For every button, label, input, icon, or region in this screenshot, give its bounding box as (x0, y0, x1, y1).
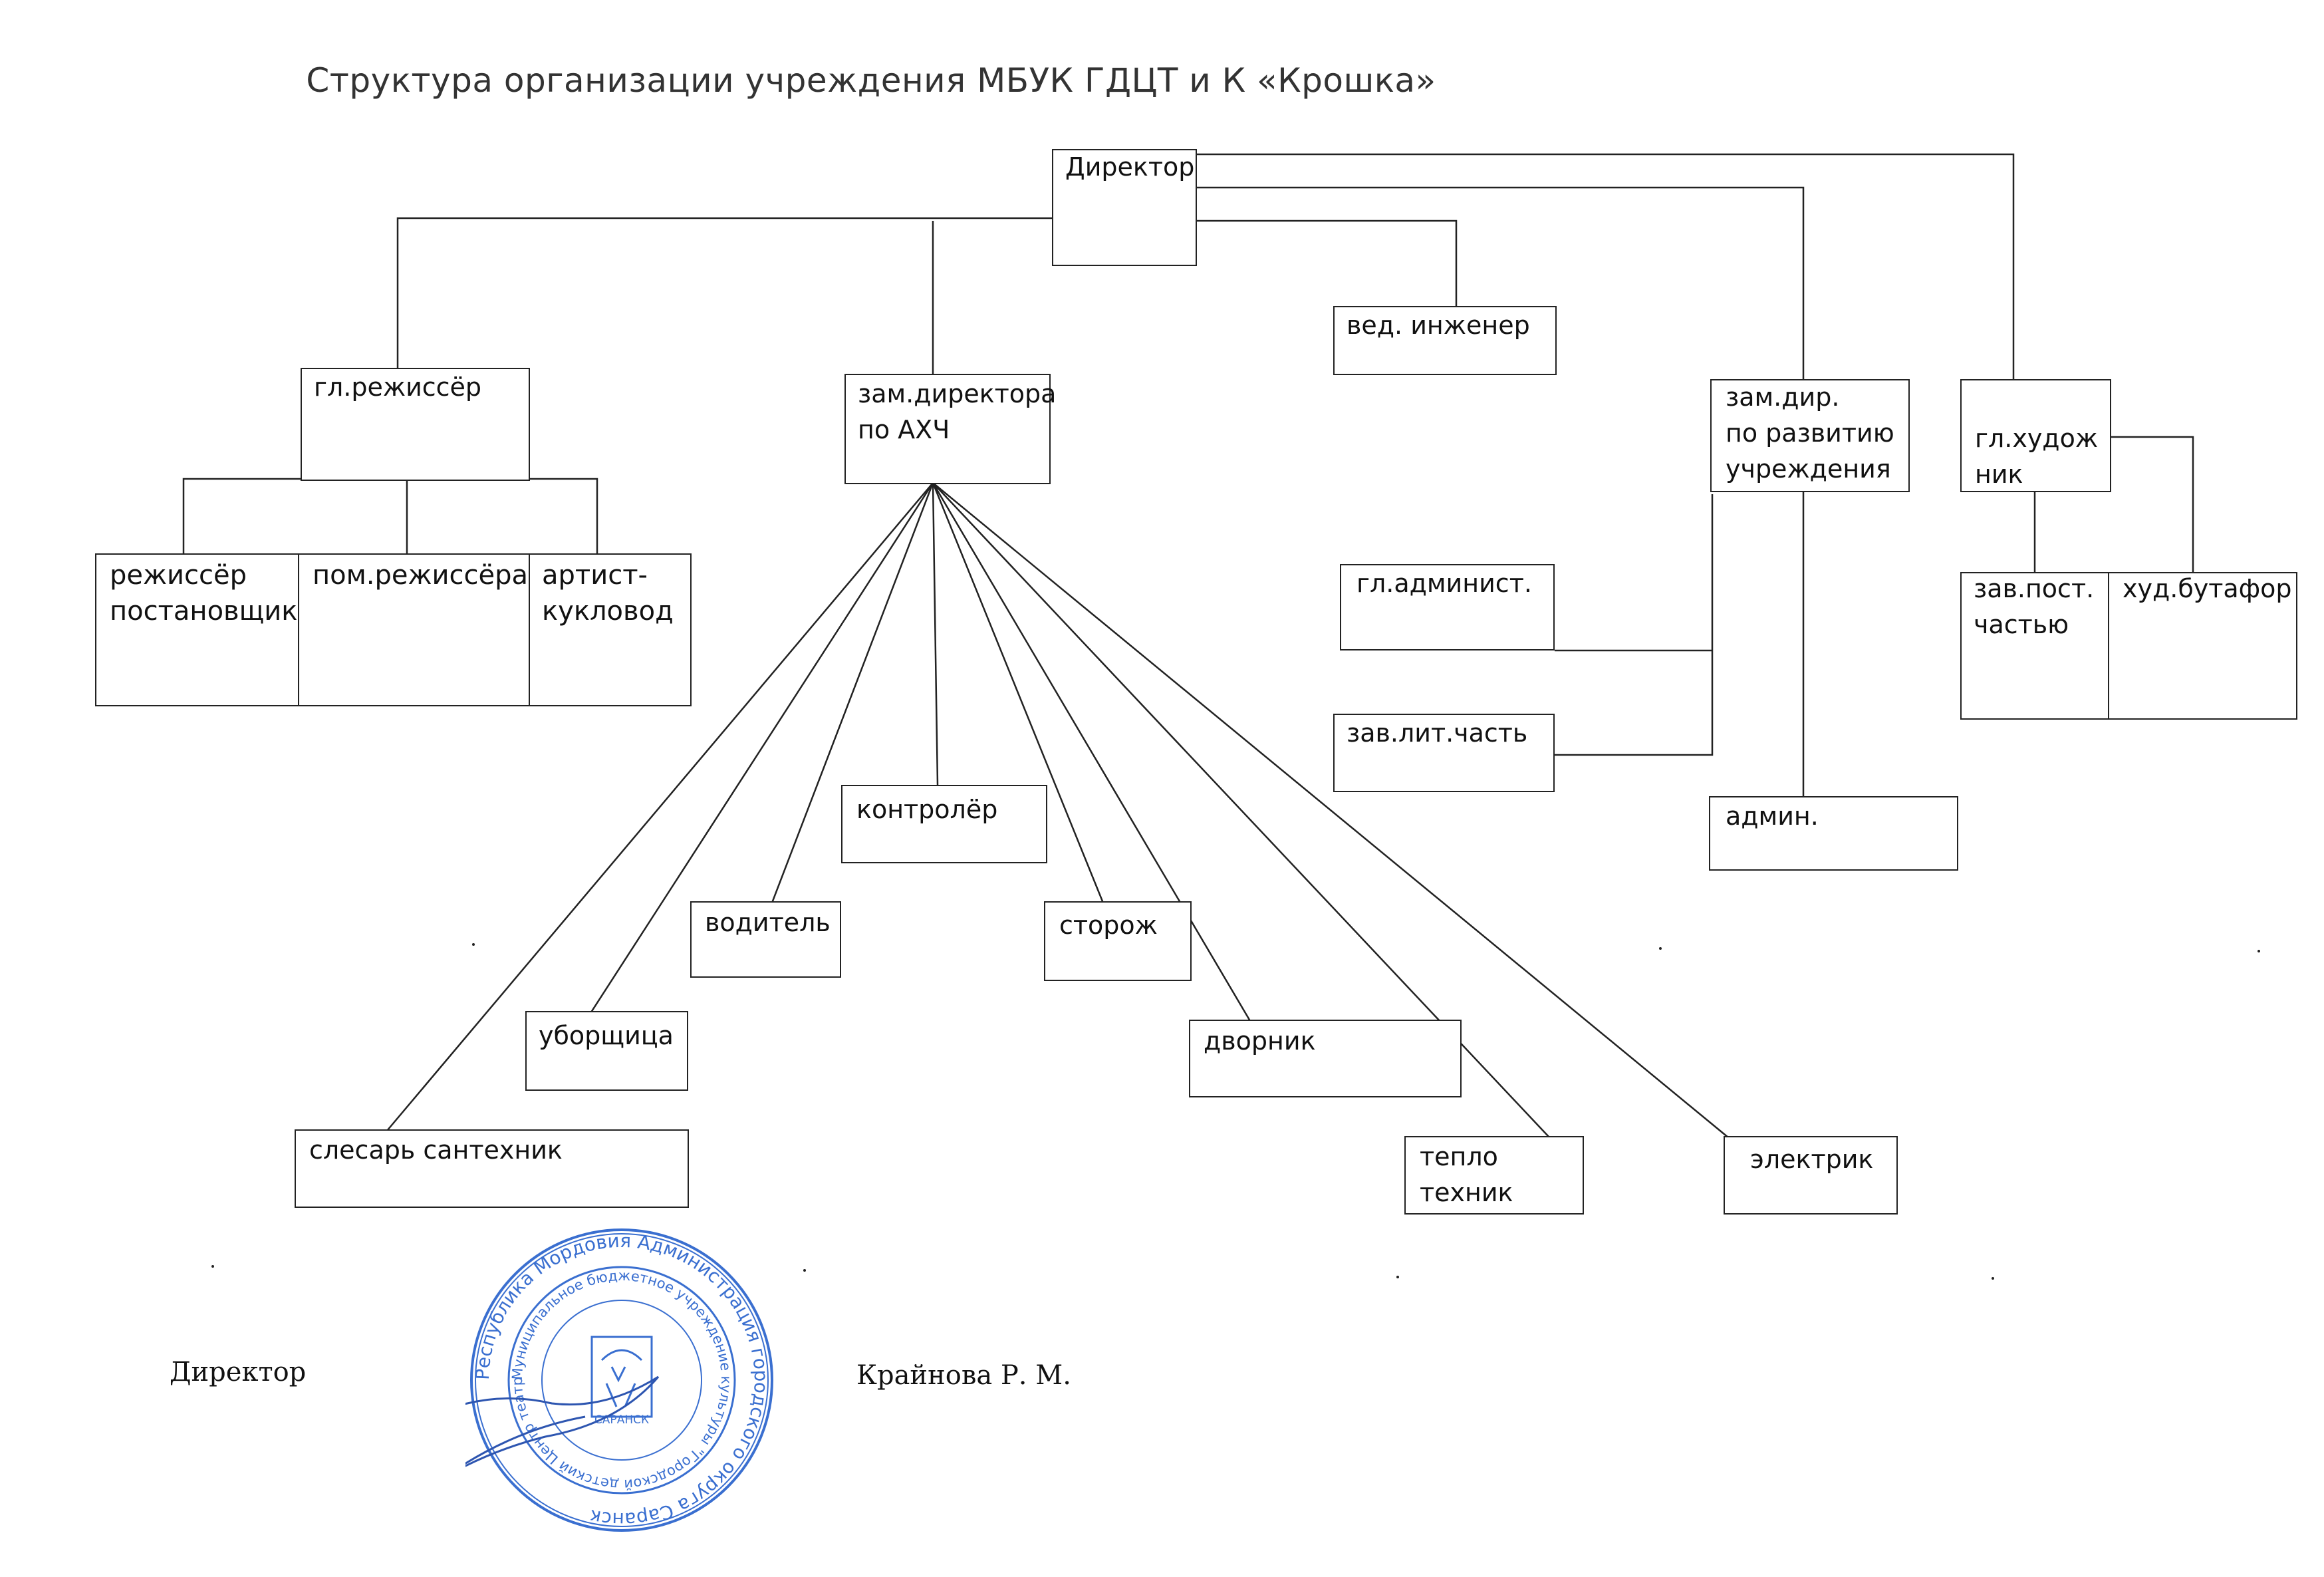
lead-engineer-label: вед. инженер (1347, 311, 1530, 340)
scan-speck (472, 943, 475, 946)
scan-speck (1659, 947, 1662, 950)
literary-head-label: зав.лит.часть (1347, 718, 1528, 748)
deputy-development-box (1710, 379, 1910, 492)
director-label: Директор (1065, 152, 1195, 182)
puppeteer-label: артист- кукловод (542, 560, 674, 627)
scan-speck (1396, 1276, 1399, 1278)
deputy-ahch-box (844, 374, 1051, 484)
heat-technician-box (1404, 1136, 1584, 1215)
scan-speck (2258, 950, 2260, 952)
driver-label: водитель (705, 908, 831, 937)
cleaner-label: уборщица (539, 1021, 674, 1050)
director-box (1052, 149, 1197, 266)
plumber-label: слесарь сантехник (309, 1135, 563, 1165)
props-artist-label: худ.бутафор (2123, 574, 2292, 603)
controller-label: контролёр (856, 795, 998, 824)
chief-director-box (301, 368, 530, 481)
deputy-ahch-label: зам.директора по АХЧ (858, 379, 1057, 444)
signature (465, 1375, 660, 1467)
controller-box (841, 785, 1047, 863)
electrician-label: электрик (1750, 1145, 1874, 1174)
driver-box (690, 901, 841, 978)
scan-speck (211, 1265, 214, 1268)
admin-label: админ. (1726, 801, 1819, 831)
diagram-title: Структура организации учреждения МБУК ГД… (306, 61, 1436, 100)
production-head-box (1960, 572, 2110, 720)
watchman-label: сторож (1059, 911, 1158, 940)
cleaner-box (525, 1011, 688, 1091)
scan-speck (1992, 1277, 1994, 1280)
literary-head-box (1333, 714, 1555, 792)
props-artist-box (2108, 572, 2297, 720)
heat-technician-label: тепло техник (1420, 1142, 1513, 1207)
admin-box (1709, 796, 1958, 871)
footer-name: Крайнова Р. М. (856, 1360, 1071, 1391)
seal-city: САРАНСК (594, 1413, 649, 1427)
stage-director-box (95, 553, 300, 706)
chief-artist-label: гл.худож ник (1975, 424, 2099, 489)
chief-director-label: гл.режиссёр (314, 372, 482, 402)
assistant-director-label: пом.режиссёра (313, 560, 529, 591)
janitor-label: дворник (1204, 1026, 1316, 1056)
chief-artist-box (1960, 379, 2111, 492)
lead-engineer-box (1333, 306, 1557, 375)
plumber-box (295, 1129, 689, 1208)
janitor-box (1189, 1020, 1462, 1097)
assistant-director-box (298, 553, 531, 706)
watchman-box (1044, 901, 1192, 981)
chief-admin-label: гл.админист. (1356, 569, 1532, 598)
chief-admin-box (1340, 564, 1555, 650)
official-seal: Республика Мордовия Администрация городс… (465, 1224, 773, 1532)
electrician-box (1724, 1136, 1898, 1215)
stage-director-label: режиссёр постановщик (110, 560, 298, 627)
footer-position: Директор (170, 1357, 307, 1387)
puppeteer-box (529, 553, 692, 706)
scan-speck (803, 1269, 806, 1272)
production-head-label: зав.пост. частью (1974, 574, 2095, 639)
deputy-development-label: зам.дир. по развитию учреждения (1726, 382, 1894, 484)
